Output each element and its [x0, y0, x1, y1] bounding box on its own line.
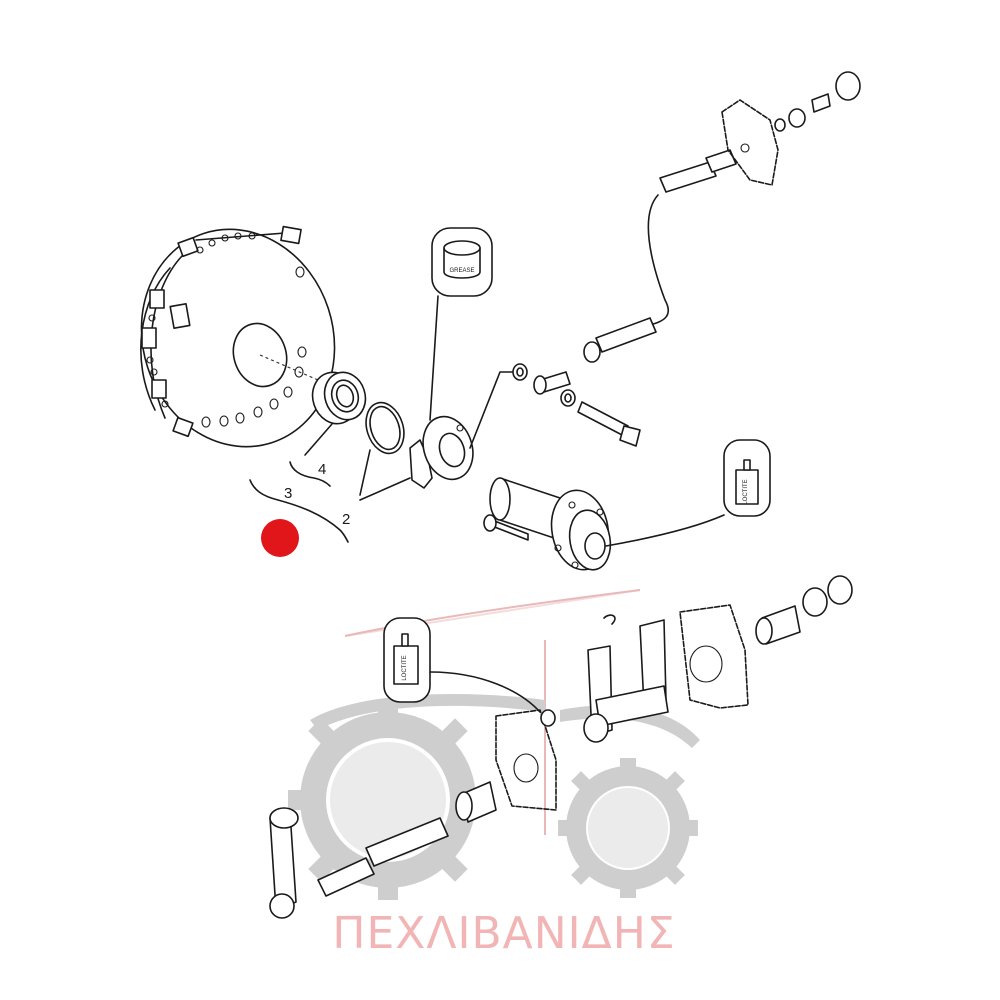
loctite-label-right: LOCTITE — [743, 479, 749, 504]
callout-3: 3 — [284, 485, 292, 502]
loctite-callout-left: LOCTITE — [383, 617, 541, 713]
callout-lines — [249, 423, 411, 543]
watermark-front-wheel — [558, 758, 698, 898]
clutch-pressure-plate — [140, 225, 336, 448]
release-sleeve — [409, 415, 474, 489]
loctite-callout-right: LOCTITE — [605, 439, 771, 547]
callout-4: 4 — [318, 461, 326, 478]
grease-callout: GREASE — [429, 227, 493, 421]
o-ring — [365, 401, 405, 455]
watermark-tractor — [288, 589, 700, 900]
bleed-screw-assembly — [721, 71, 861, 186]
grease-label: GREASE — [449, 268, 474, 274]
guide-tube — [483, 477, 612, 571]
release-bearing — [311, 371, 367, 425]
watermark-text: ΠΕΧΛΙΒΑΝΙΔΗΣ — [332, 908, 675, 959]
release-fork-assembly — [269, 575, 853, 919]
red-marker-dot — [261, 519, 299, 557]
loctite-label-left: LOCTITE — [402, 655, 408, 680]
callout-2: 2 — [342, 511, 350, 528]
hydraulic-hose — [469, 149, 737, 449]
